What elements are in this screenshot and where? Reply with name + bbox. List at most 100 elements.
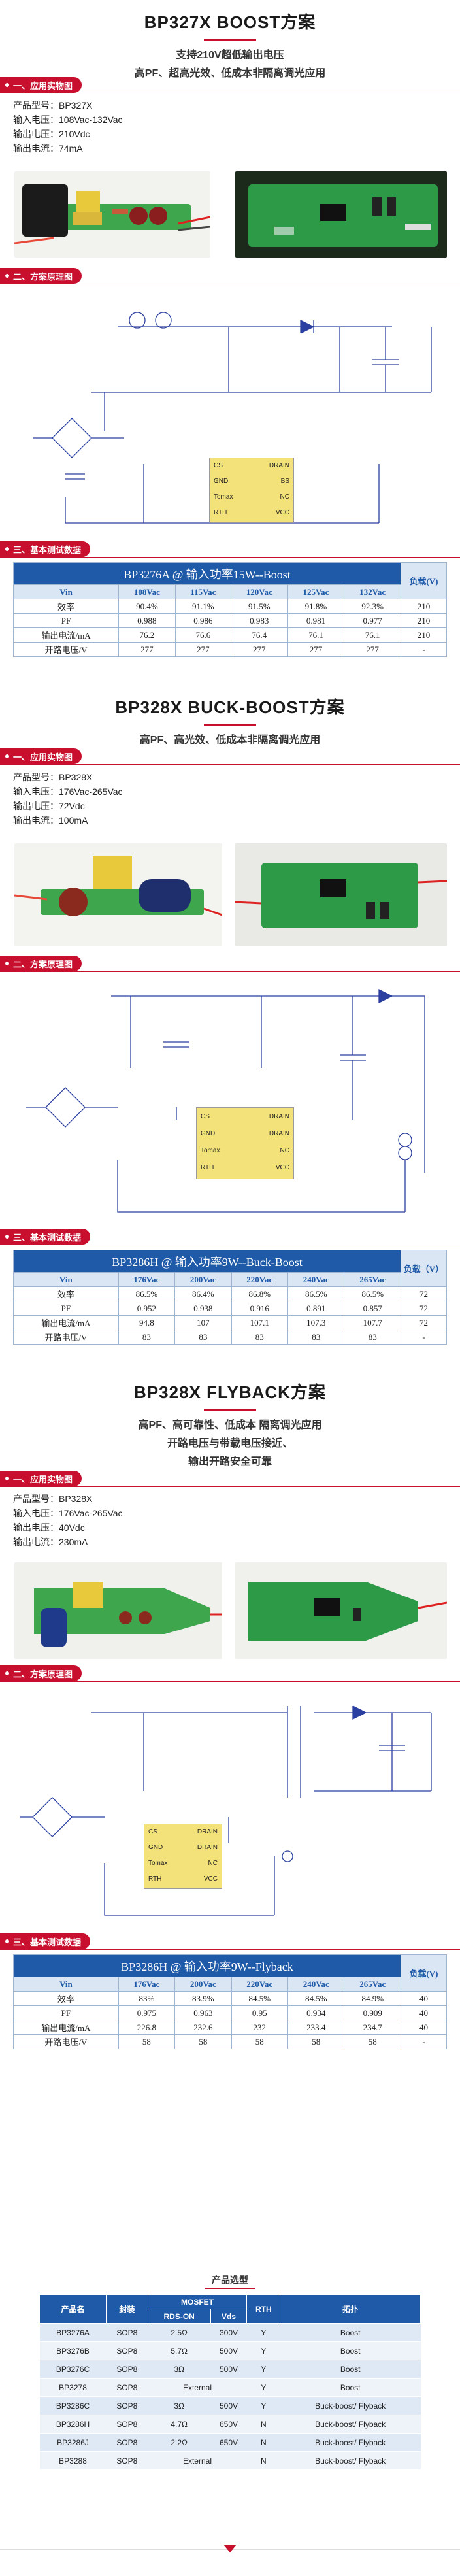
s2-section-photo: 一、应用实物图 <box>0 748 82 764</box>
section-label: 三、基本测试数据 <box>0 1933 91 1949</box>
s2-subtitle-1: 高PF、高光效、低成本非隔离调光应用 <box>139 735 321 746</box>
s2-photo-board <box>14 843 222 946</box>
s1-photo-pcb <box>235 171 447 258</box>
info-line: 输出电流：100mA <box>13 815 88 826</box>
col-header: 176Vac <box>118 1272 176 1287</box>
bridge-rectifier <box>32 1797 73 1837</box>
s1-schematic: CS GND Tomax RTH DRAIN BS NC VCC <box>13 288 447 536</box>
col-header: 265Vac <box>344 1977 401 1992</box>
section-label: 一、应用实物图 <box>0 748 82 764</box>
selection-title: 产品选型 <box>205 2273 255 2289</box>
title-underline <box>204 39 256 41</box>
s2-section-data: 三、基本测试数据 <box>0 1229 91 1245</box>
info-line: 输出电压：40Vdc <box>13 1522 85 1533</box>
ic-chip: CS GND Tomax RTH DRAIN BS NC VCC <box>209 458 294 523</box>
col-header: 108Vac <box>118 584 176 599</box>
section-label: 二、方案原理图 <box>0 1665 82 1681</box>
col-header: 200Vac <box>174 1272 232 1287</box>
info-line: 输入电压：176Vac-265Vac <box>13 786 123 797</box>
col-header: 176Vac <box>118 1977 176 1992</box>
title-underline <box>204 724 256 726</box>
s3-info: 产品型号：BP328X 输入电压：176Vac-265Vac 输出电压：40Vd… <box>13 1492 123 1549</box>
section-label: 三、基本测试数据 <box>0 541 91 557</box>
pcb-photo-icon <box>235 863 447 928</box>
s3-subtitle-1: 高PF、高可靠性、低成本 隔离调光应用 <box>138 1420 322 1431</box>
s3-spec-table: BP3286H @ 输入功率9W--Flyback 负载(V) Vin 176V… <box>13 1954 447 2049</box>
col-header: 120Vac <box>230 584 288 599</box>
s3-title: BP328X FLYBACK方案 <box>134 1382 326 1402</box>
bridge-rectifier <box>52 418 92 458</box>
s2-header: BP328X BUCK-BOOST方案 高PF、高光效、低成本非隔离调光应用 <box>0 694 460 750</box>
info-line: 输入电压：108Vac-132Vac <box>13 114 123 125</box>
s1-info: 产品型号：BP327X 输入电压：108Vac-132Vac 输出电压：210V… <box>13 98 123 156</box>
section-label: 一、应用实物图 <box>0 77 82 93</box>
info-line: 产品型号：BP328X <box>13 772 93 782</box>
pcb-photo-icon <box>34 1582 222 1647</box>
section-rule <box>0 971 460 972</box>
schematic-diagram <box>20 1705 432 1916</box>
col-header: Vds <box>210 2309 248 2324</box>
col-header: Vin <box>12 584 120 599</box>
section-rule <box>0 764 460 765</box>
section-rule <box>0 1681 460 1682</box>
col-header: 265Vac <box>344 1272 401 1287</box>
s3-section-schem: 二、方案原理图 <box>0 1665 82 1681</box>
col-header: 200Vac <box>174 1977 232 1992</box>
arrow-down-icon <box>223 2545 237 2552</box>
col-header: 115Vac <box>174 584 231 599</box>
pcb-photo-icon <box>14 856 222 916</box>
info-line: 输出电流：74mA <box>13 143 83 154</box>
col-header: 240Vac <box>288 1272 345 1287</box>
s1-section-data: 三、基本测试数据 <box>0 541 91 557</box>
schematic-diagram <box>26 988 425 1213</box>
s1-spec-table: BP3276A @ 输入功率15W--Boost 负载(V) Vin 108Va… <box>12 562 447 657</box>
s3-subtitle-3: 输出开路安全可靠 <box>188 1456 272 1467</box>
bridge-rectifier <box>45 1087 86 1128</box>
s1-subtitle-2: 高PF、超高光效、低成本非隔离调光应用 <box>134 68 326 79</box>
col-header: 125Vac <box>287 584 345 599</box>
s3-section-data: 三、基本测试数据 <box>0 1933 91 1949</box>
pcb-photo-icon <box>248 184 438 247</box>
info-line: 输入电压：176Vac-265Vac <box>13 1508 123 1518</box>
col-header: 封装 <box>106 2294 148 2324</box>
table-caption: BP3286H @ 输入功率9W--Buck-Boost <box>13 1250 401 1273</box>
s2-info: 产品型号：BP328X 输入电压：176Vac-265Vac 输出电压：72Vd… <box>13 770 123 828</box>
load-header: 负载(V) <box>401 1954 447 1992</box>
s1-photo-board <box>14 171 210 258</box>
pcb-photo-icon <box>14 184 210 244</box>
s2-photo-pcb <box>235 843 447 946</box>
info-line: 产品型号：BP327X <box>13 100 93 110</box>
table-caption: BP3276A @ 输入功率15W--Boost <box>13 562 401 585</box>
s3-header: BP328X FLYBACK方案 高PF、高可靠性、低成本 隔离调光应用 开路电… <box>0 1379 460 1471</box>
col-header: RTH <box>246 2294 281 2324</box>
col-header: MOSFET <box>147 2294 248 2309</box>
ic-chip: CS GND Tomax RTH DRAIN DRAIN NC VCC <box>144 1824 222 1889</box>
col-header: 240Vac <box>288 1977 345 1992</box>
s2-section-schem: 二、方案原理图 <box>0 956 82 971</box>
section-label: 一、应用实物图 <box>0 1471 82 1486</box>
s3-subtitle-2: 开路电压与带载电压接近、 <box>167 1438 293 1449</box>
col-header: Vin <box>13 1977 119 1992</box>
section-rule <box>0 1949 460 1950</box>
s1-subtitle-1: 支持210V超低输出电压 <box>176 50 284 61</box>
info-line: 输出电压：72Vdc <box>13 801 85 811</box>
ic-chip: CS GND Tomax RTH DRAIN DRAIN NC VCC <box>196 1107 294 1179</box>
info-line: 输出电压：210Vdc <box>13 129 90 139</box>
col-header: 220Vac <box>231 1977 289 1992</box>
